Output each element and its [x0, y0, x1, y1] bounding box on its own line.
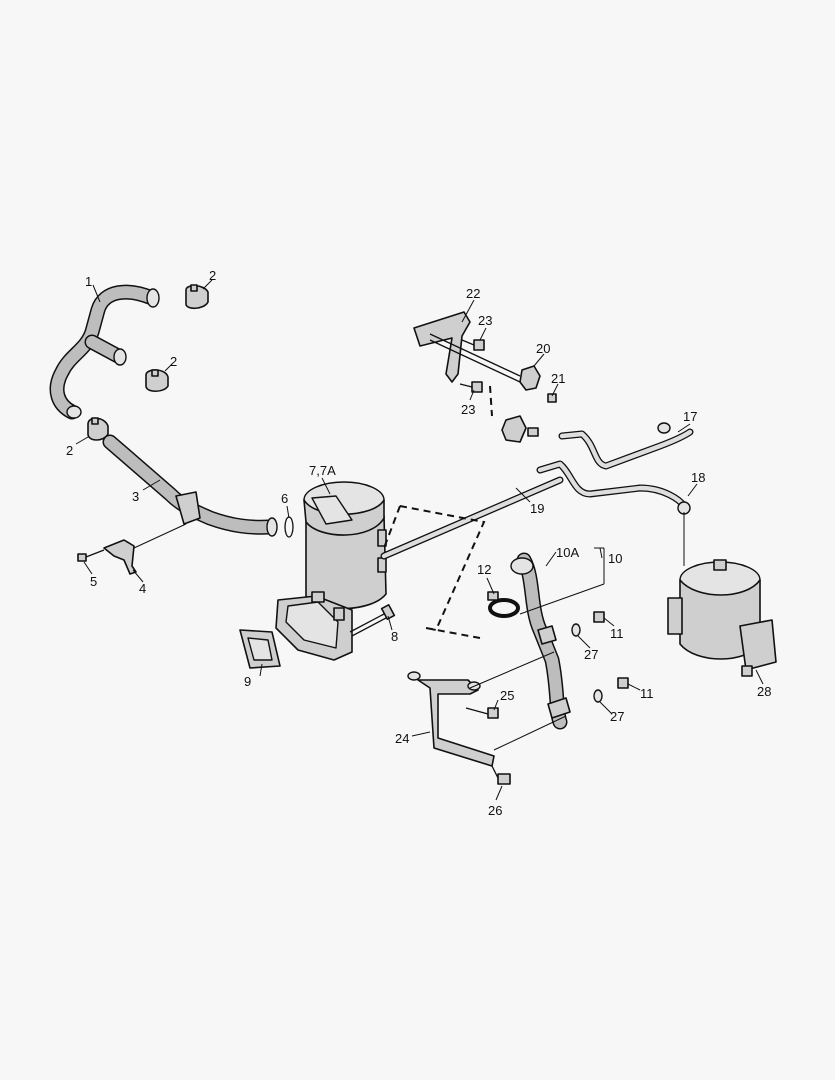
callout-28: 28 — [757, 684, 771, 699]
callout-9: 9 — [244, 674, 251, 689]
callout-7-7a: 7,7A — [309, 463, 336, 478]
callout-17: 17 — [683, 409, 697, 424]
callout-3: 3 — [132, 489, 139, 504]
bolt-23b — [459, 381, 483, 393]
hose-clamp-2a — [185, 284, 209, 310]
callout-11a: 11 — [610, 626, 624, 641]
o-ring-6 — [284, 516, 294, 538]
callout-10: 10 — [608, 551, 622, 566]
hose-1 — [49, 284, 160, 420]
callout-19: 19 — [530, 501, 544, 516]
bolt-21 — [547, 393, 557, 403]
callout-26: 26 — [488, 803, 502, 818]
callout-1: 1 — [85, 274, 92, 289]
callout-24: 24 — [395, 731, 409, 746]
clamp-20 — [519, 365, 541, 391]
bolt-25 — [465, 707, 499, 719]
callout-5: 5 — [90, 574, 97, 589]
callout-dashed-vertical — [489, 385, 493, 417]
bolt-11a — [593, 611, 605, 623]
callout-10a: 10A — [556, 545, 579, 560]
callout-20: 20 — [536, 341, 550, 356]
filter-7 — [275, 481, 387, 661]
hose-clamp-2c — [87, 417, 109, 441]
bolt-8 — [349, 604, 396, 637]
callout-2a: 2 — [209, 268, 216, 283]
callout-22: 22 — [466, 286, 480, 301]
washer-27b — [593, 689, 603, 703]
callout-27a: 27 — [584, 647, 598, 662]
washer-27a — [571, 623, 581, 637]
callout-25: 25 — [500, 688, 514, 703]
bracket-24 — [407, 671, 495, 767]
callout-23a: 23 — [478, 313, 492, 328]
tube-17 — [536, 422, 694, 515]
callout-18: 18 — [691, 470, 705, 485]
callout-4: 4 — [139, 581, 146, 596]
callout-27b: 27 — [610, 709, 624, 724]
outlet-pipe — [380, 476, 564, 560]
callout-2c: 2 — [66, 443, 73, 458]
bolt-23a — [461, 339, 485, 351]
callout-8: 8 — [391, 629, 398, 644]
bracket-4 — [103, 539, 137, 575]
clamp-lower — [501, 415, 539, 443]
tube-3 — [102, 434, 278, 537]
callout-11b: 11 — [640, 686, 654, 701]
callout-dashed — [383, 505, 486, 639]
callout-12: 12 — [477, 562, 491, 577]
callout-23b: 23 — [461, 402, 475, 417]
bolt-11b — [617, 677, 629, 689]
gasket-9 — [239, 629, 281, 669]
callout-21: 21 — [551, 371, 565, 386]
bolt-26 — [491, 765, 511, 785]
tank-28 — [667, 559, 777, 677]
bracket-22 — [413, 311, 521, 383]
callout-2b: 2 — [170, 354, 177, 369]
hose-clamp-2b — [145, 369, 169, 393]
bolt-5 — [77, 549, 105, 562]
elbow-pipe-10 — [510, 552, 571, 730]
callout-6: 6 — [281, 491, 288, 506]
clamp-12 — [487, 591, 520, 618]
